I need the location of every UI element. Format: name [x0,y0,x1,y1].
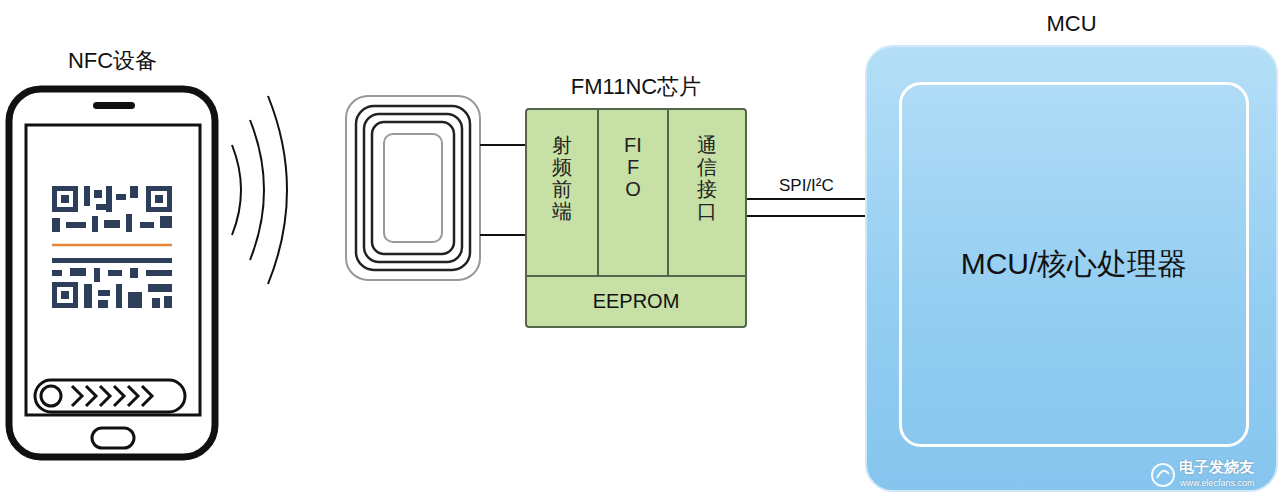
mcu-box: MCUMCU/核心处理器 [865,45,1278,492]
block-label: EEPROM [593,290,680,313]
chip-block: 射频前端 [527,110,599,275]
node-title: NFC设备 [68,46,157,76]
block-label: 射频前端 [552,134,572,222]
bus-label: SPI/I²C [777,176,836,196]
chip-block: 通信接口 [669,110,745,275]
block-label: 通信接口 [697,134,717,222]
chip-block: FIFO [599,110,669,275]
processor-box: MCU/核心处理器 [899,82,1249,447]
memory-band: EEPROM [527,275,745,326]
block-label: MCU/核心处理器 [961,244,1188,285]
chip-box: FM11NC芯片射频前端FIFO通信接口EEPROM [525,108,747,328]
phone-illustration [9,89,215,457]
watermark-text: 电子发烧友 [1179,458,1254,477]
bus-line [747,199,866,216]
nfc-device: NFC设备 [5,85,220,460]
watermark-url: www.elecfans.com [1180,478,1255,488]
radio-waves [232,96,287,284]
node-title: MCU [1046,11,1096,37]
antenna-coil [346,96,527,280]
block-label: FIFO [623,134,643,200]
node-title: FM11NC芯片 [571,72,701,102]
